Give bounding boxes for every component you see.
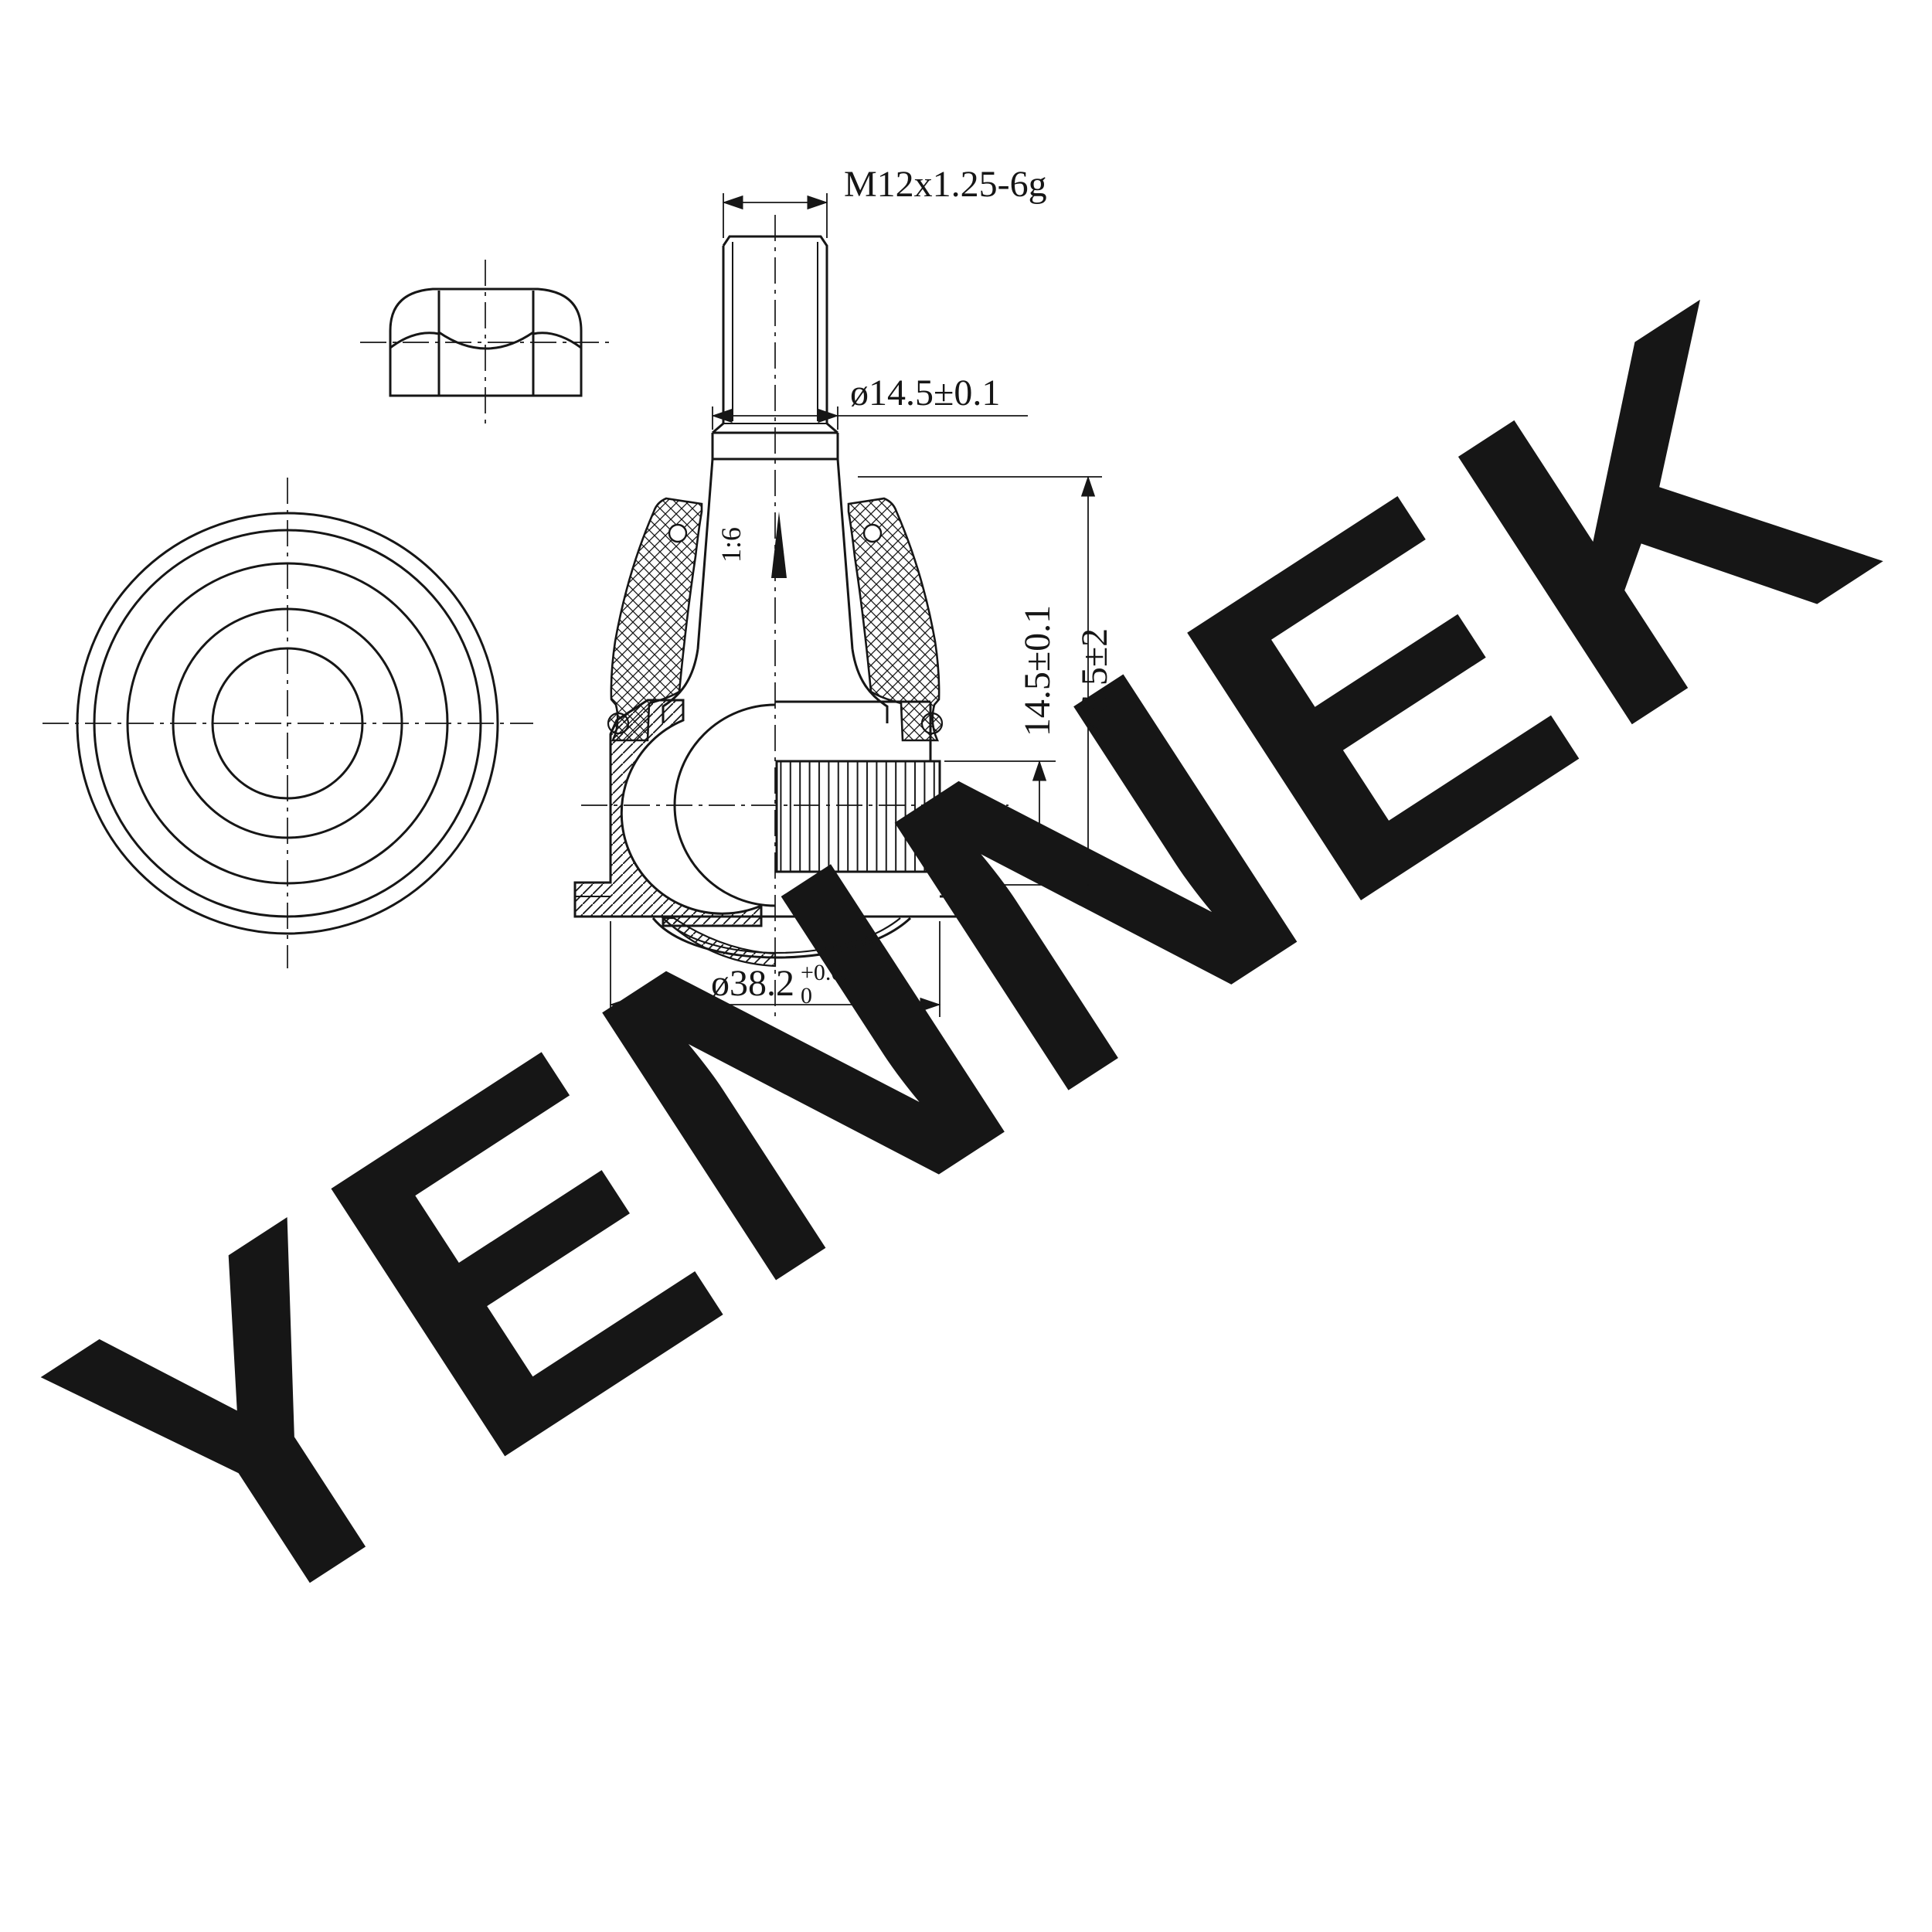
nut-chamfer-arc-right <box>532 332 582 349</box>
stud-flare-right <box>851 648 889 723</box>
mounting-flange <box>575 881 992 918</box>
boot-right-foot-seal <box>920 712 944 735</box>
dim-label-lower-height: 14.5±0.1 <box>1017 605 1058 736</box>
hex-nut-front-view <box>360 260 611 425</box>
dimensions: M12x1.25-6g ø14.5±0.1 46.5±2 14.5±0.1 <box>609 164 1115 1017</box>
dust-boot-right <box>847 497 944 742</box>
dim-housing-diameter: ø38.2 +0.05 0 <box>609 921 941 1017</box>
ball-stud-sphere <box>673 703 776 907</box>
watermark-text: YENNEK <box>0 200 1932 1733</box>
nut-chamfer-arc-left <box>389 332 440 349</box>
dim-overall-height: 46.5±2 <box>858 475 1115 886</box>
stud-taper-left <box>696 458 714 650</box>
dim-lower-height: 14.5±0.1 <box>944 605 1058 886</box>
flange-right <box>940 881 992 917</box>
dim-label-overall-height: 46.5±2 <box>1074 628 1115 732</box>
housing-lower-band <box>777 870 941 883</box>
bottom-cover <box>651 917 912 968</box>
dim-label-housing-tol-plus: +0.05 <box>801 960 854 985</box>
ball-joint-top-view <box>43 478 533 968</box>
spline-block <box>775 760 941 873</box>
housing-top-band <box>775 700 932 761</box>
nut-outline <box>389 287 583 397</box>
boot-right-bead-ring <box>862 523 883 543</box>
dim-label-taper: 1:6 <box>716 527 747 563</box>
stud-shank <box>711 431 839 461</box>
nut-chamfer-arc-middle <box>438 331 534 350</box>
housing-external-right <box>775 700 941 883</box>
boot-left-bead-ring <box>668 523 688 543</box>
dim-label-thread: M12x1.25-6g <box>844 164 1047 205</box>
dim-label-housing-tol-minus: 0 <box>801 983 812 1009</box>
stud-outline <box>722 235 828 423</box>
ball-joint-section-view <box>573 215 1009 1019</box>
dim-stud-diameter: ø14.5±0.1 <box>711 372 1028 430</box>
stud-taper-right <box>836 458 854 650</box>
dim-label-housing-diameter: ø38.2 <box>711 963 794 1004</box>
dim-thread: M12x1.25-6g <box>722 164 1047 238</box>
cover-outer-dome <box>651 917 912 959</box>
cover-section-band <box>661 917 777 968</box>
thread-runout <box>712 422 838 434</box>
threaded-stud <box>662 235 889 723</box>
taper-arrow-icon <box>771 512 787 578</box>
dim-label-stud-diameter: ø14.5±0.1 <box>850 372 1000 413</box>
